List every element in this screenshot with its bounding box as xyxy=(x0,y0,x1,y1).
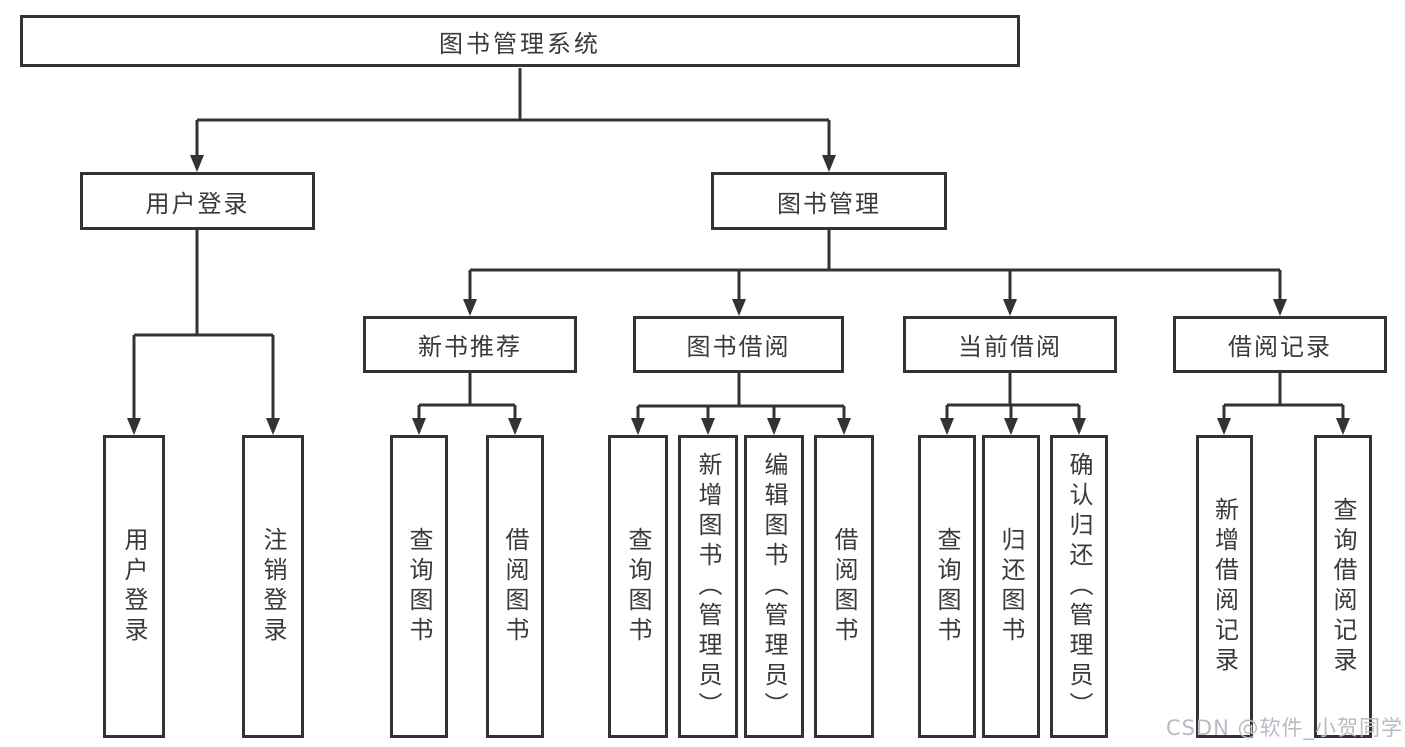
leaf-label: 编辑图书（管理员） xyxy=(760,451,788,722)
leaf-label: 借阅图书 xyxy=(501,526,529,647)
leaf-label: 新增图书（管理员） xyxy=(694,451,722,722)
connector-newbook-to-leaves xyxy=(417,373,517,422)
leaf-label: 用户登录 xyxy=(120,526,148,647)
connector-mgmt-to-level3 xyxy=(468,230,1282,303)
node-label: 用户登录 xyxy=(145,189,250,218)
connector-current-to-leaves xyxy=(945,373,1081,422)
leaf-label: 查询图书 xyxy=(405,526,433,647)
leaf-borrow-edit-books-admin: 编辑图书（管理员） xyxy=(744,435,804,738)
node-root-system: 图书管理系统 xyxy=(20,15,1020,67)
leaf-label: 确认归还（管理员） xyxy=(1065,451,1093,722)
leaf-newbook-borrow-books: 借阅图书 xyxy=(486,435,544,738)
leaf-label: 查询图书 xyxy=(933,526,961,647)
leaf-label: 归还图书 xyxy=(997,526,1025,647)
leaf-records-query-record: 查询借阅记录 xyxy=(1314,435,1372,738)
node-book-borrow: 图书借阅 xyxy=(633,316,844,373)
leaf-label: 查询图书 xyxy=(624,526,652,647)
leaf-newbook-query-books: 查询图书 xyxy=(390,435,448,738)
connector-login-to-leaves xyxy=(132,230,275,422)
leaf-current-return-books: 归还图书 xyxy=(982,435,1040,738)
connector-borrow-to-leaves xyxy=(636,373,846,422)
leaf-current-query-books: 查询图书 xyxy=(918,435,976,738)
node-book-management: 图书管理 xyxy=(711,172,947,230)
node-label: 当前借阅 xyxy=(958,333,1062,361)
node-current-borrow: 当前借阅 xyxy=(903,316,1117,373)
node-borrow-records: 借阅记录 xyxy=(1173,316,1387,373)
leaf-current-confirm-return-admin: 确认归还（管理员） xyxy=(1050,435,1108,738)
leaf-records-add-record: 新增借阅记录 xyxy=(1196,435,1253,738)
leaf-borrow-borrow-books: 借阅图书 xyxy=(814,435,874,738)
node-label: 图书借阅 xyxy=(686,333,791,361)
node-label: 图书管理 xyxy=(777,189,881,218)
node-new-book-recommend: 新书推荐 xyxy=(363,316,577,373)
leaf-user-login: 用户登录 xyxy=(103,435,165,738)
leaf-borrow-query-books: 查询图书 xyxy=(608,435,668,738)
node-label: 借阅记录 xyxy=(1228,333,1332,361)
leaf-label: 注销登录 xyxy=(259,526,287,647)
leaf-borrow-add-books-admin: 新增图书（管理员） xyxy=(678,435,738,738)
leaf-label: 新增借阅记录 xyxy=(1210,496,1239,677)
leaf-logout: 注销登录 xyxy=(242,435,304,738)
csdn-watermark: CSDN @软件_小贺同学 xyxy=(1165,716,1403,740)
leaf-label: 查询借阅记录 xyxy=(1329,496,1357,677)
node-label: 新书推荐 xyxy=(418,333,522,361)
node-label: 图书管理系统 xyxy=(439,29,601,58)
leaf-label: 借阅图书 xyxy=(830,526,858,647)
node-user-login: 用户登录 xyxy=(80,172,315,230)
connector-root-to-level2 xyxy=(195,68,831,159)
connector-records-to-leaves xyxy=(1222,373,1345,422)
